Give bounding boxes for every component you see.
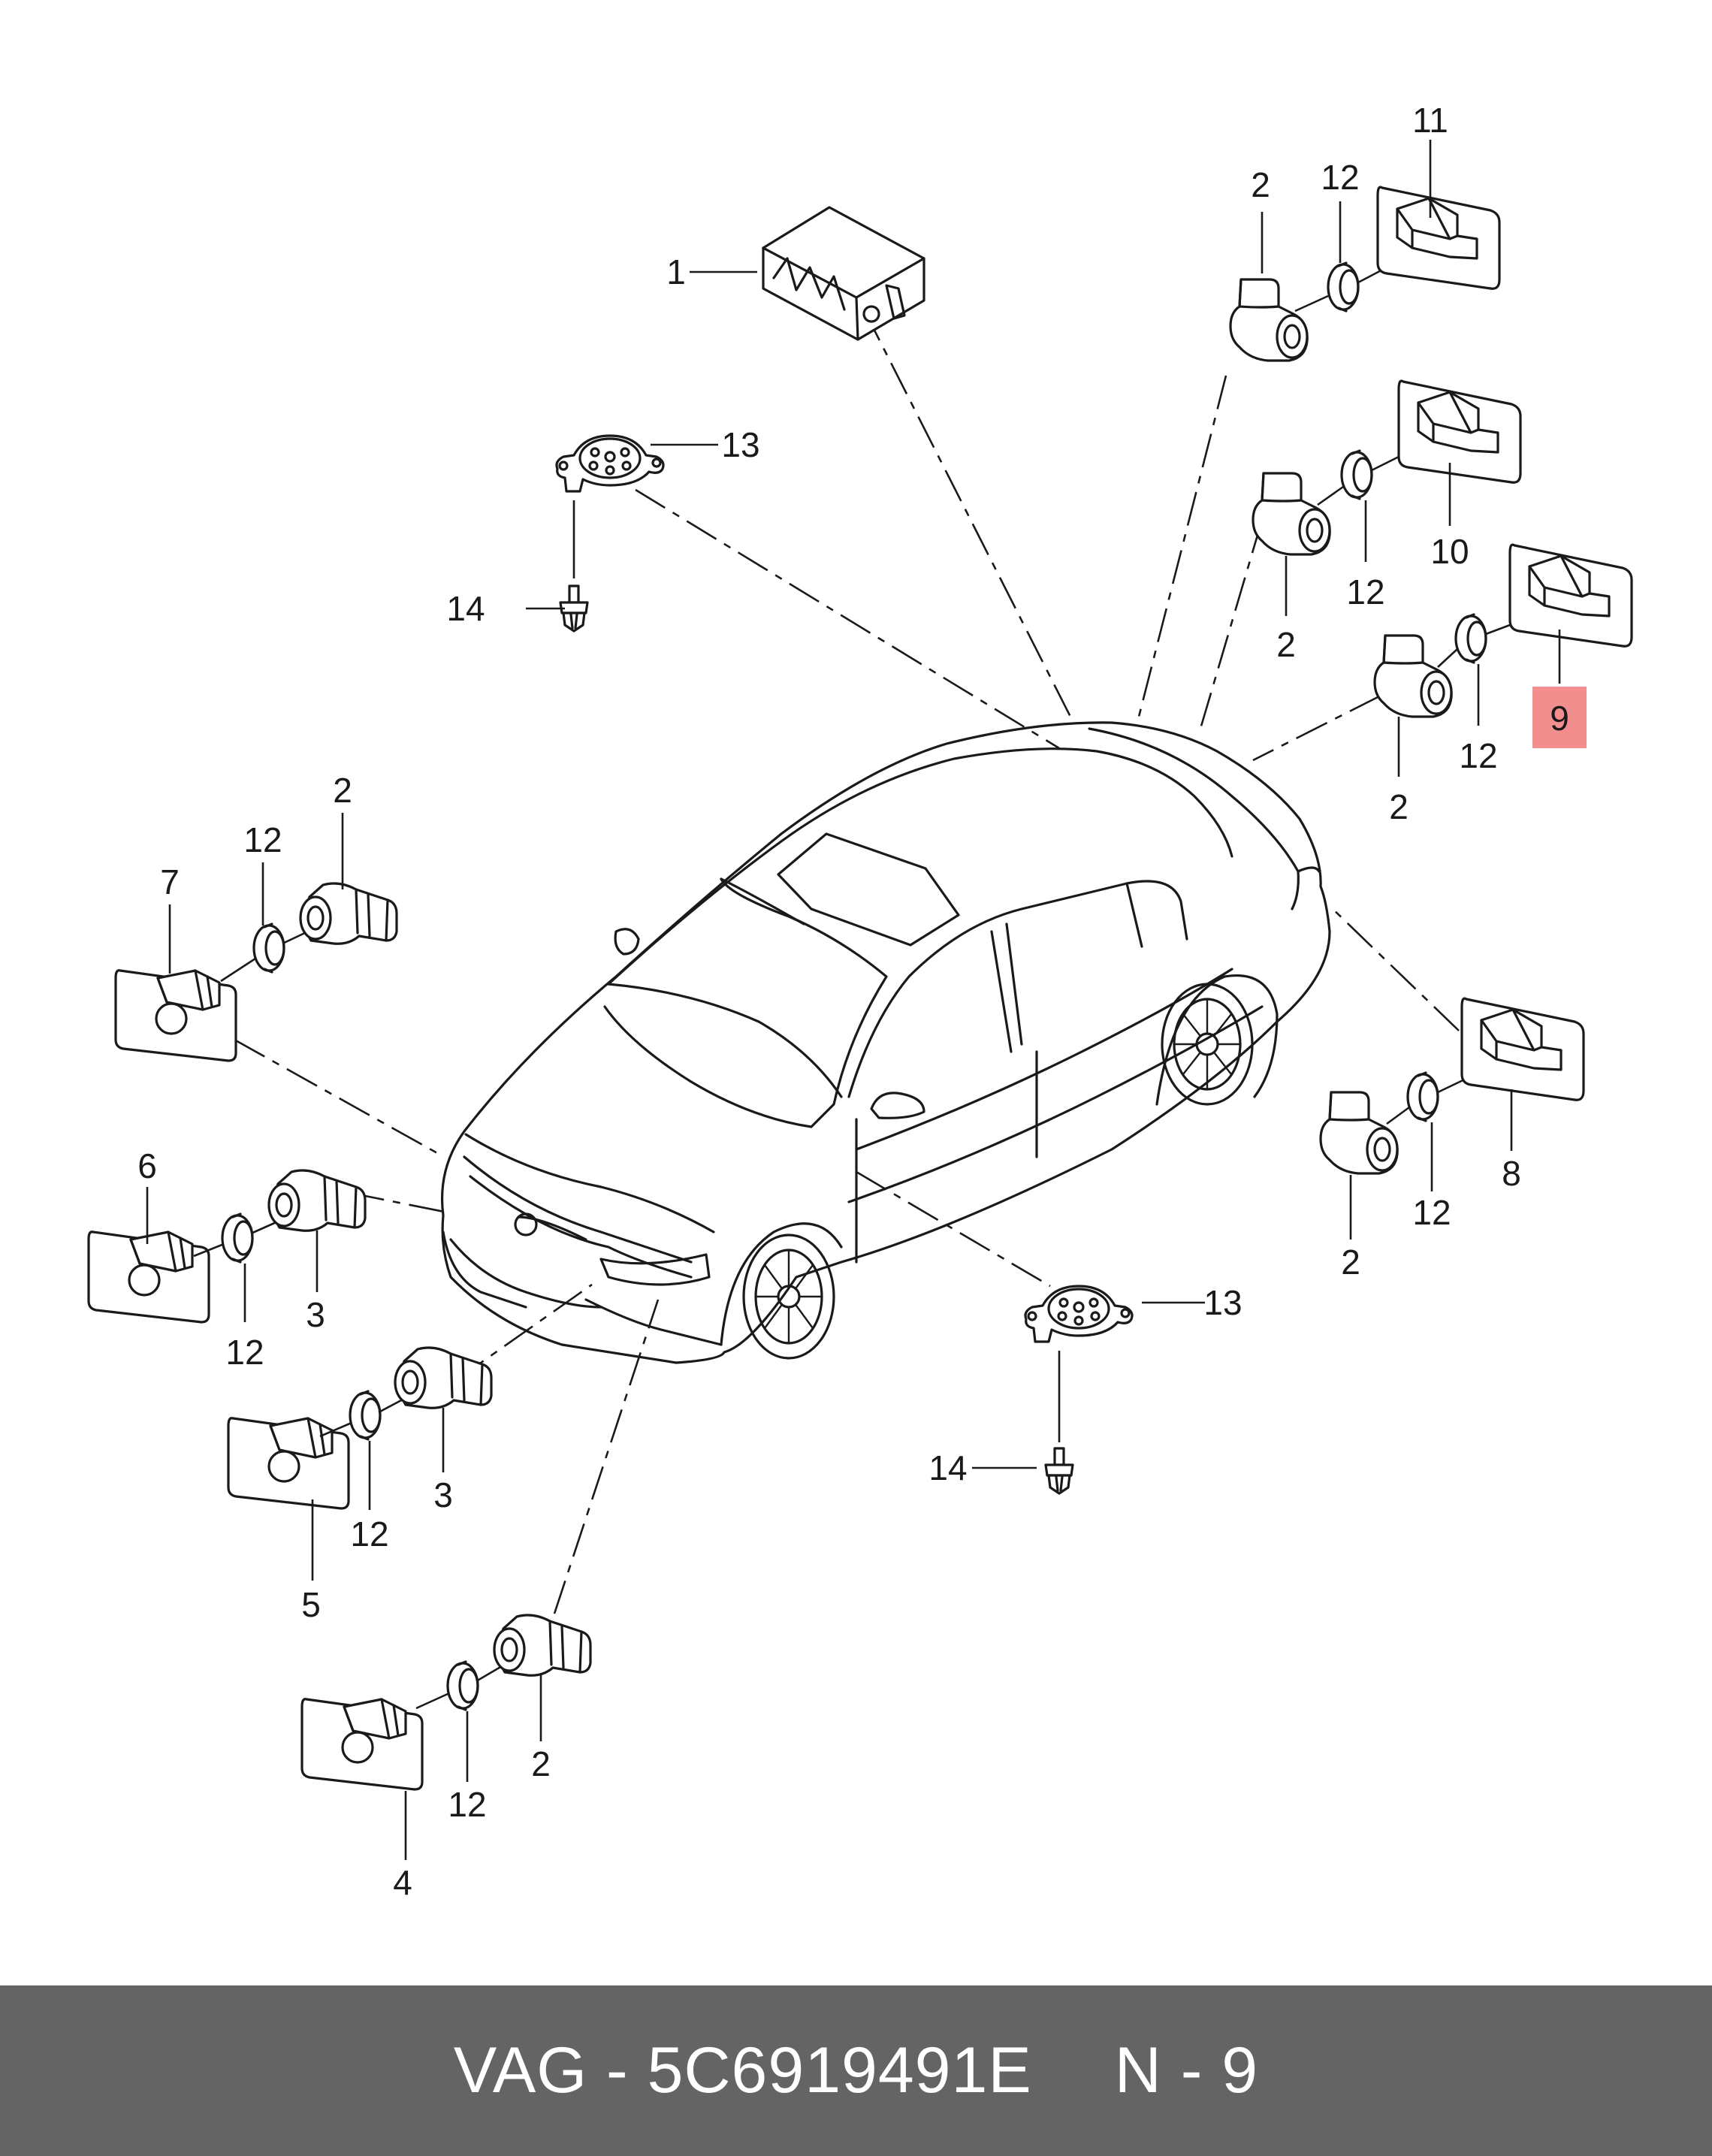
callout-labels: 1 13 14 13 14 2 12 11 10 12 2 9 12 2 8 1… [137, 101, 1569, 1902]
footer-brand: VAG [453, 2034, 588, 2106]
callout-6: 6 [137, 1146, 157, 1185]
callout-11: 11 [1412, 101, 1448, 140]
speaker-upper [555, 434, 665, 633]
highlight-box [1532, 687, 1587, 748]
front-group-6 [87, 1169, 367, 1324]
callout-5: 5 [301, 1585, 321, 1624]
callout-9: 9 [1550, 699, 1569, 738]
callout-1: 1 [666, 252, 686, 291]
callout-14-upper: 14 [446, 589, 485, 628]
front-group-5 [227, 1346, 493, 1510]
rear-group-9 [1373, 543, 1633, 718]
callout-12-rear-3: 12 [1459, 736, 1497, 775]
callout-12-rear-4: 12 [1412, 1193, 1451, 1232]
callout-2-rear-4: 2 [1341, 1243, 1360, 1282]
front-group-7 [114, 882, 398, 1062]
callout-14-lower: 14 [928, 1448, 967, 1487]
car-illustration [440, 721, 1331, 1364]
callout-10: 10 [1430, 532, 1469, 571]
leader-lines [146, 140, 1561, 1860]
callout-12-front-6: 12 [225, 1333, 264, 1372]
callout-12-rear-2: 12 [1346, 572, 1384, 611]
parts-diagram: 1 13 14 13 14 2 12 11 10 12 2 9 12 2 8 1… [87, 101, 1633, 1902]
callout-13-upper: 13 [721, 425, 759, 464]
callout-7: 7 [160, 862, 180, 901]
callout-3-front-6: 3 [306, 1295, 325, 1334]
callout-2-rear-top: 2 [1251, 165, 1270, 204]
rear-group-11 [1229, 186, 1501, 362]
callout-8: 8 [1502, 1154, 1521, 1193]
footer-part-number: 5C6919491E [647, 2034, 1032, 2106]
callout-12-front-5: 12 [350, 1514, 388, 1554]
callout-2-rear-2: 2 [1276, 625, 1296, 664]
rear-group-10 [1252, 379, 1522, 556]
callout-12-front-7: 12 [243, 820, 282, 859]
control-unit [762, 206, 925, 341]
callout-2-front-4: 2 [531, 1744, 551, 1783]
callout-13-lower: 13 [1203, 1283, 1242, 1322]
footer-separator: - [606, 2034, 629, 2106]
callout-4: 4 [393, 1863, 412, 1902]
footer-position-label: N - 9 [1114, 2034, 1259, 2106]
callout-12-front-4: 12 [448, 1785, 486, 1824]
callout-2-front-7: 2 [333, 771, 352, 810]
speaker-lower [1024, 1285, 1134, 1495]
callout-2-rear-3: 2 [1389, 787, 1409, 826]
callout-3-front-5: 3 [433, 1475, 453, 1514]
front-group-4 [300, 1614, 592, 1791]
rear-group-8 [1319, 997, 1585, 1175]
footer-bar: VAG - 5C6919491E N - 9 [0, 1985, 1712, 2156]
callout-12-rear-top: 12 [1321, 158, 1359, 197]
